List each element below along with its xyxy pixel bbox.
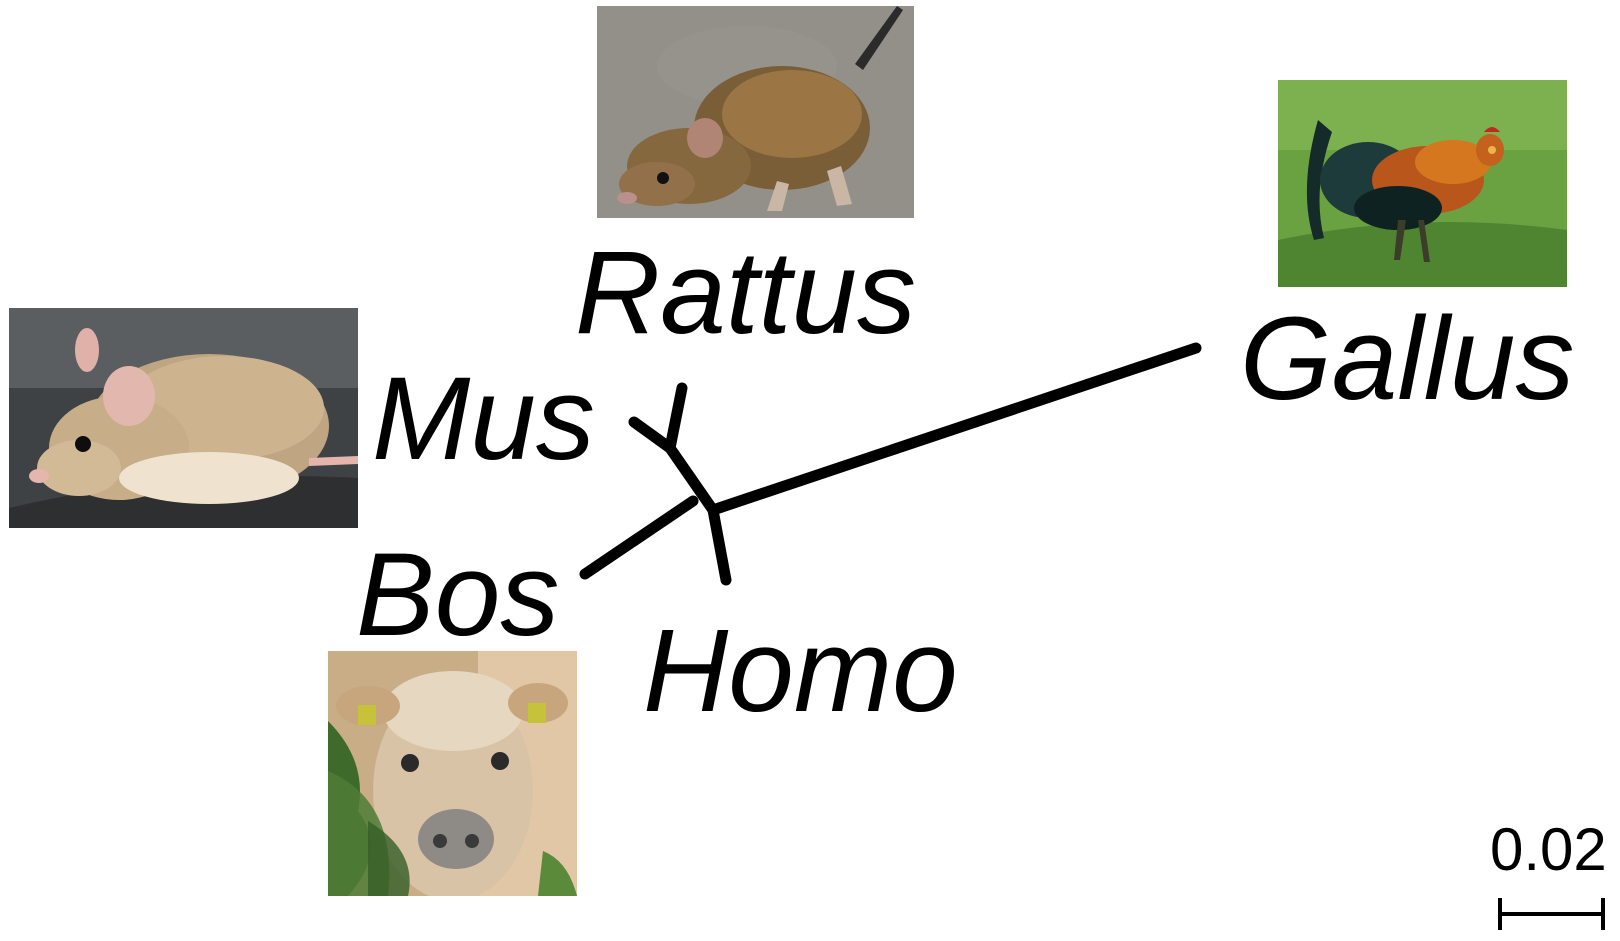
branch-gallus	[713, 348, 1196, 510]
taxon-label-mus: Mus	[372, 360, 595, 478]
branch-mus	[634, 422, 670, 448]
taxon-label-gallus: Gallus	[1240, 300, 1574, 418]
taxon-label-homo: Homo	[643, 612, 958, 730]
taxon-label-rattus: Rattus	[575, 234, 916, 352]
taxon-label-bos: Bos	[356, 536, 559, 654]
branch-rattus	[670, 388, 682, 448]
scale-bar	[1500, 898, 1603, 930]
scale-bar-label: 0.02	[1490, 820, 1607, 880]
branch-bos	[585, 501, 693, 574]
branch-homo	[713, 510, 726, 580]
